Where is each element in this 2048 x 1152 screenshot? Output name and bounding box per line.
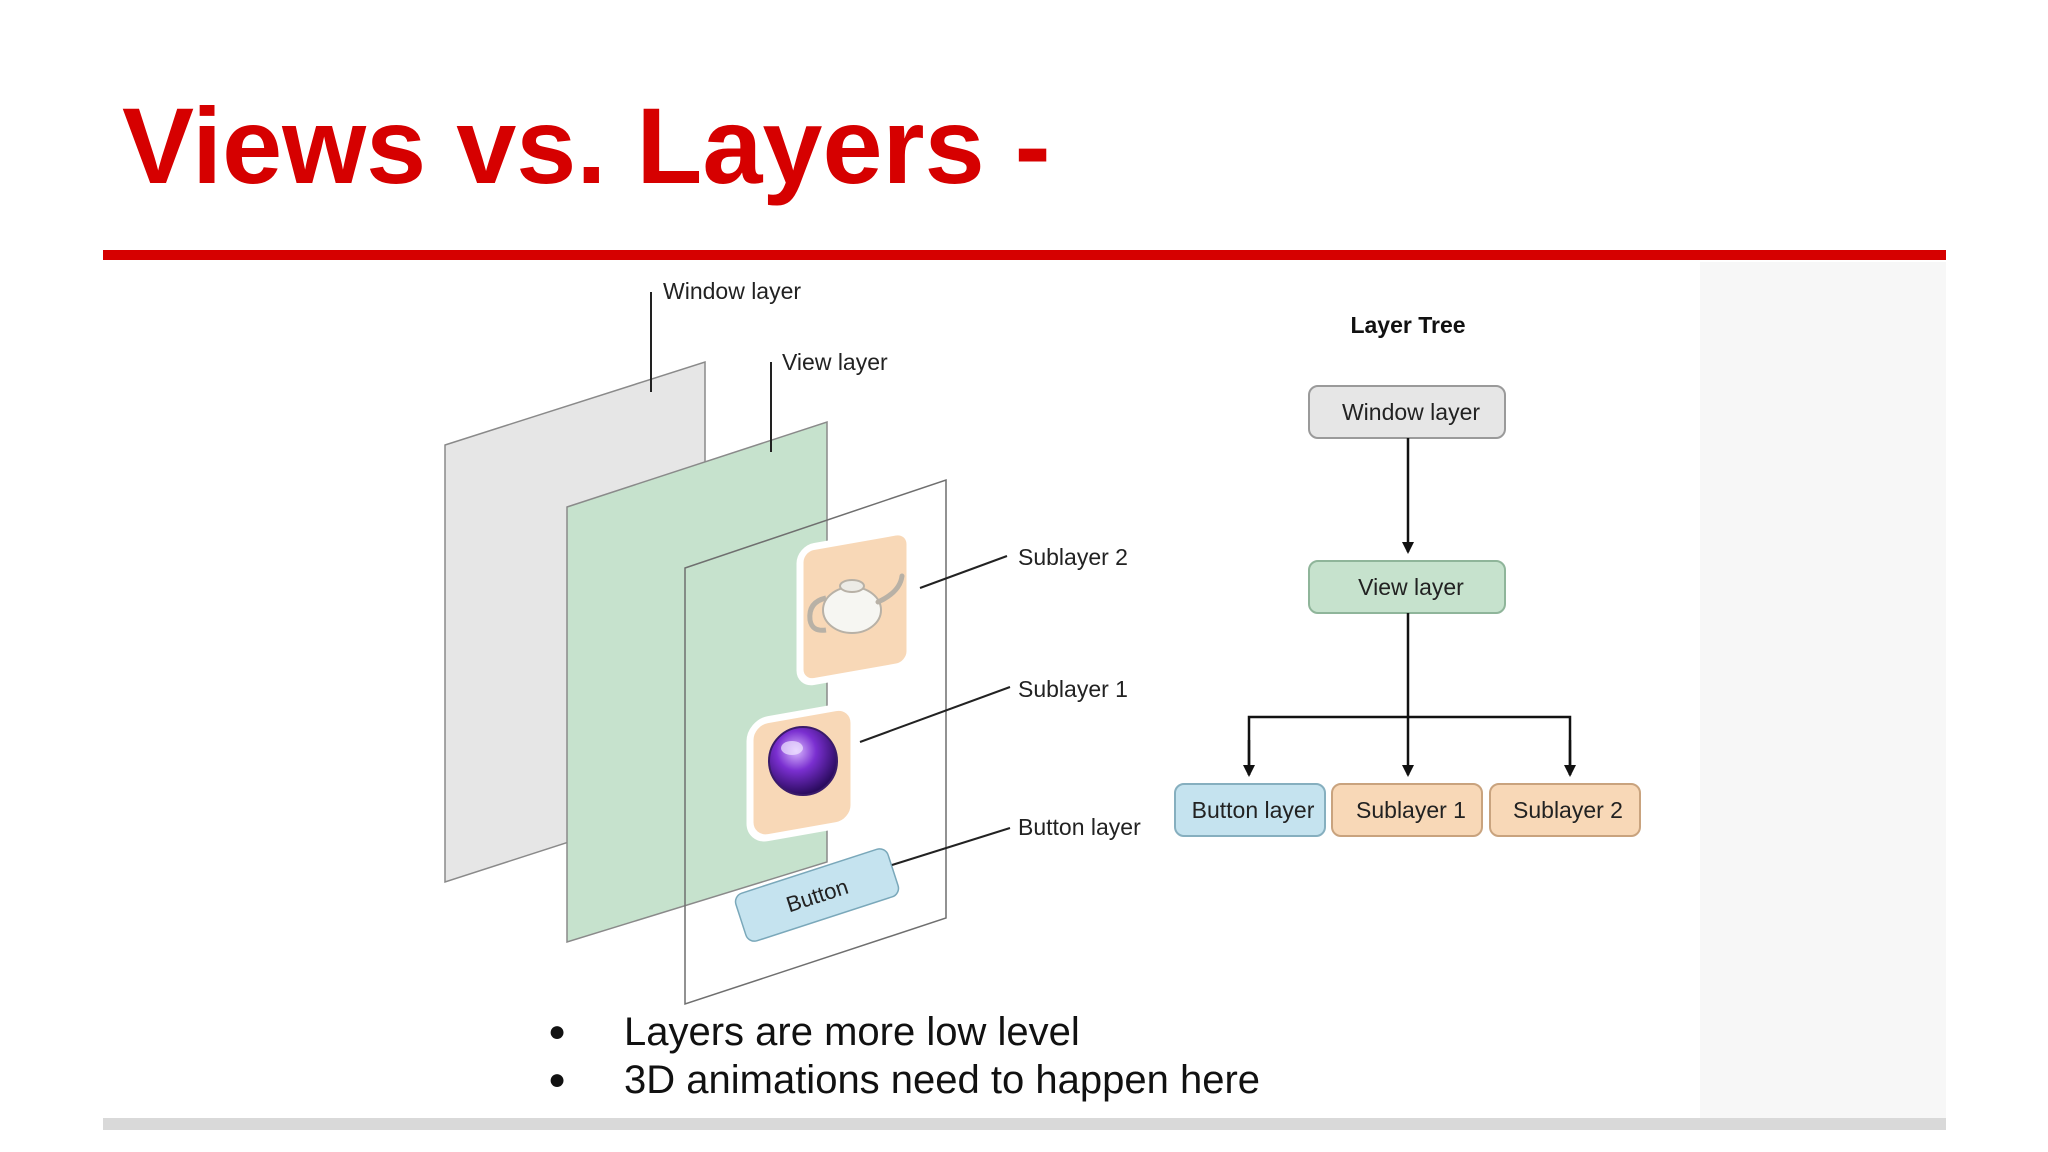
- callout-view-layer: View layer: [782, 349, 888, 375]
- tree-node-window-layer-label: Window layer: [1342, 399, 1480, 425]
- tree-node-button-layer: [1174, 783, 1326, 837]
- tree-node-sublayer-1-label: Sublayer 1: [1356, 797, 1466, 823]
- purple-sphere-icon: [768, 726, 838, 796]
- bullet-item: ● 3D animations need to happen here: [548, 1056, 1260, 1104]
- tree-node-sublayer-1: [1331, 783, 1483, 837]
- slide-title: Views vs. Layers -: [122, 85, 1051, 206]
- bullet-text: Layers are more low level: [624, 1010, 1080, 1054]
- sublayer-container-plane: [684, 478, 947, 1006]
- title-rule: [103, 250, 1946, 260]
- view-layer-plane: [566, 420, 828, 944]
- callout-sublayer-2: Sublayer 2: [1018, 544, 1128, 570]
- sublayer-1-tile: [746, 703, 858, 842]
- button-tile: Button: [734, 848, 900, 942]
- footer-rule: [103, 1118, 1946, 1130]
- tree-node-sublayer-2-label: Sublayer 2: [1513, 797, 1623, 823]
- content-panel-shade: [1700, 262, 1946, 1122]
- layer-tree-heading: Layer Tree: [1350, 312, 1465, 338]
- bullet-text: 3D animations need to happen here: [624, 1058, 1261, 1102]
- teapot-icon: [807, 573, 905, 634]
- tree-node-button-layer-label: Button layer: [1192, 797, 1315, 823]
- tree-branch-bar: [1247, 715, 1572, 775]
- bullet-dot: ●: [548, 1063, 567, 1096]
- tree-node-view-layer-label: View layer: [1358, 574, 1464, 600]
- sublayer-2-tile: [796, 528, 914, 686]
- exploded-layers-illustration: Button Window layer View layer Sublayer …: [444, 278, 1141, 1006]
- callout-window-layer: Window layer: [663, 278, 801, 304]
- callout-button-layer: Button layer: [1018, 814, 1141, 840]
- layer-tree: Layer Tree Window layer View layer Butto…: [1174, 312, 1641, 837]
- callout-sublayer-1: Sublayer 1: [1018, 676, 1128, 702]
- tree-node-sublayer-2: [1489, 783, 1641, 837]
- bullet-item: ● Layers are more low level: [548, 1008, 1260, 1056]
- bullet-list: ● Layers are more low level ● 3D animation…: [548, 1008, 1260, 1104]
- bullet-dot: ●: [548, 1015, 567, 1048]
